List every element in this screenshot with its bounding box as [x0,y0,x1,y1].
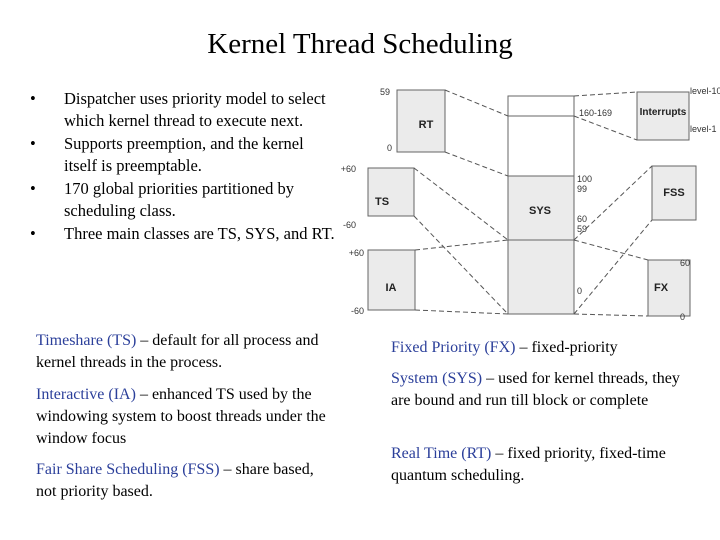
ia-top-priority: +60 [349,248,364,258]
mapping-line [573,239,649,261]
ia-box [367,249,416,311]
global-priority-100: 100 [577,174,592,184]
fss-label: FSS [663,187,684,199]
slide-title: Kernel Thread Scheduling [207,28,513,60]
desc-text: – fixed priority, fixed-time quantum sch… [391,445,666,484]
bullet-item: • 170 global priorities partitioned by sc… [30,178,335,222]
ts-label: TS [375,196,389,208]
bullet-mark: • [30,179,36,198]
bullet-item: • Supports preemption, and the kernel its… [30,133,335,177]
global-interrupt-band [507,95,575,117]
desc-term: Fair Share Scheduling (FSS) [36,461,220,478]
fx-box [647,259,691,317]
mapping-line [573,313,649,317]
bullet-list: • Dispatcher uses priority model to selec… [30,88,335,246]
fx-label: FX [654,282,669,294]
interrupt-level-top: level-10 [690,86,720,96]
ts-top-priority: +60 [341,164,356,174]
ia-label: IA [386,282,397,294]
fss-box [651,165,697,221]
bullet-item: • Dispatcher uses priority model to selec… [30,88,335,132]
desc-term: Real Time (RT) [391,445,492,462]
bullet-item: • Three main classes are TS, SYS, and RT. [30,223,335,245]
ts-bottom-priority: -60 [343,220,356,230]
mapping-line [573,115,638,141]
rt-label: RT [419,119,434,131]
bullet-text: 170 global priorities partitioned by sch… [64,179,295,220]
desc-text: – used for kernel threads, they are boun… [391,370,680,409]
rt-bottom-priority: 0 [387,143,392,153]
bullet-mark: • [30,134,36,153]
mapping-line [413,167,509,241]
desc-term: System (SYS) [391,370,483,387]
mapping-line [573,91,638,97]
global-sys-band [507,175,575,241]
mapping-line [413,215,509,315]
interrupts-label: Interrupts [640,107,687,118]
desc-fixed-priority: Fixed Priority (FX) – fixed-priority [391,337,691,359]
bullet-text: Supports preemption, and the kernel itse… [64,134,304,175]
sys-label: SYS [529,205,551,217]
desc-system: System (SYS) – used for kernel threads, … [391,368,691,412]
desc-term: Fixed Priority (FX) [391,339,516,356]
global-priority-99: 99 [577,184,587,194]
global-priority-59: 59 [577,224,587,234]
desc-text: – default for all process and kernel thr… [36,332,319,371]
global-interrupt-range: 160-169 [579,108,612,118]
global-priority-0: 0 [577,286,582,296]
rt-box [396,89,446,153]
bullet-text: Dispatcher uses priority model to select… [64,89,326,130]
bullet-text: Three main classes are TS, SYS, and RT. [64,224,335,243]
ia-bottom-priority: -60 [351,306,364,316]
desc-text: – fixed-priority [515,339,618,356]
scheduling-class-diagram: RT TS IA SYS Interrupts FSS FX 59 0 +60 … [340,80,720,330]
desc-timeshare: Timeshare (TS) – default for all process… [36,330,336,374]
mapping-line [444,151,509,177]
bullet-mark: • [30,89,36,108]
global-priority-60: 60 [577,214,587,224]
desc-term: Interactive (IA) [36,386,136,403]
fx-bottom-priority: 0 [680,312,685,322]
ts-box [367,167,415,217]
desc-text: – share based, not priority based. [36,461,314,500]
interrupt-level-bottom: level-1 [690,124,717,134]
desc-fair-share: Fair Share Scheduling (FSS) – share base… [36,459,336,503]
desc-text: – enhanced TS used by the windowing syst… [36,386,326,447]
bullet-mark: • [30,224,36,243]
mapping-line [573,165,653,241]
mapping-line [444,89,509,117]
mapping-lines [413,89,653,317]
desc-interactive: Interactive (IA) – enhanced TS used by t… [36,384,336,450]
desc-real-time: Real Time (RT) – fixed priority, fixed-t… [391,443,681,487]
rt-top-priority: 59 [380,87,390,97]
desc-term: Timeshare (TS) [36,332,137,349]
global-rt-band [507,115,575,177]
interrupts-box [636,91,690,141]
mapping-line [573,219,653,315]
fx-top-priority: 60 [680,258,690,268]
